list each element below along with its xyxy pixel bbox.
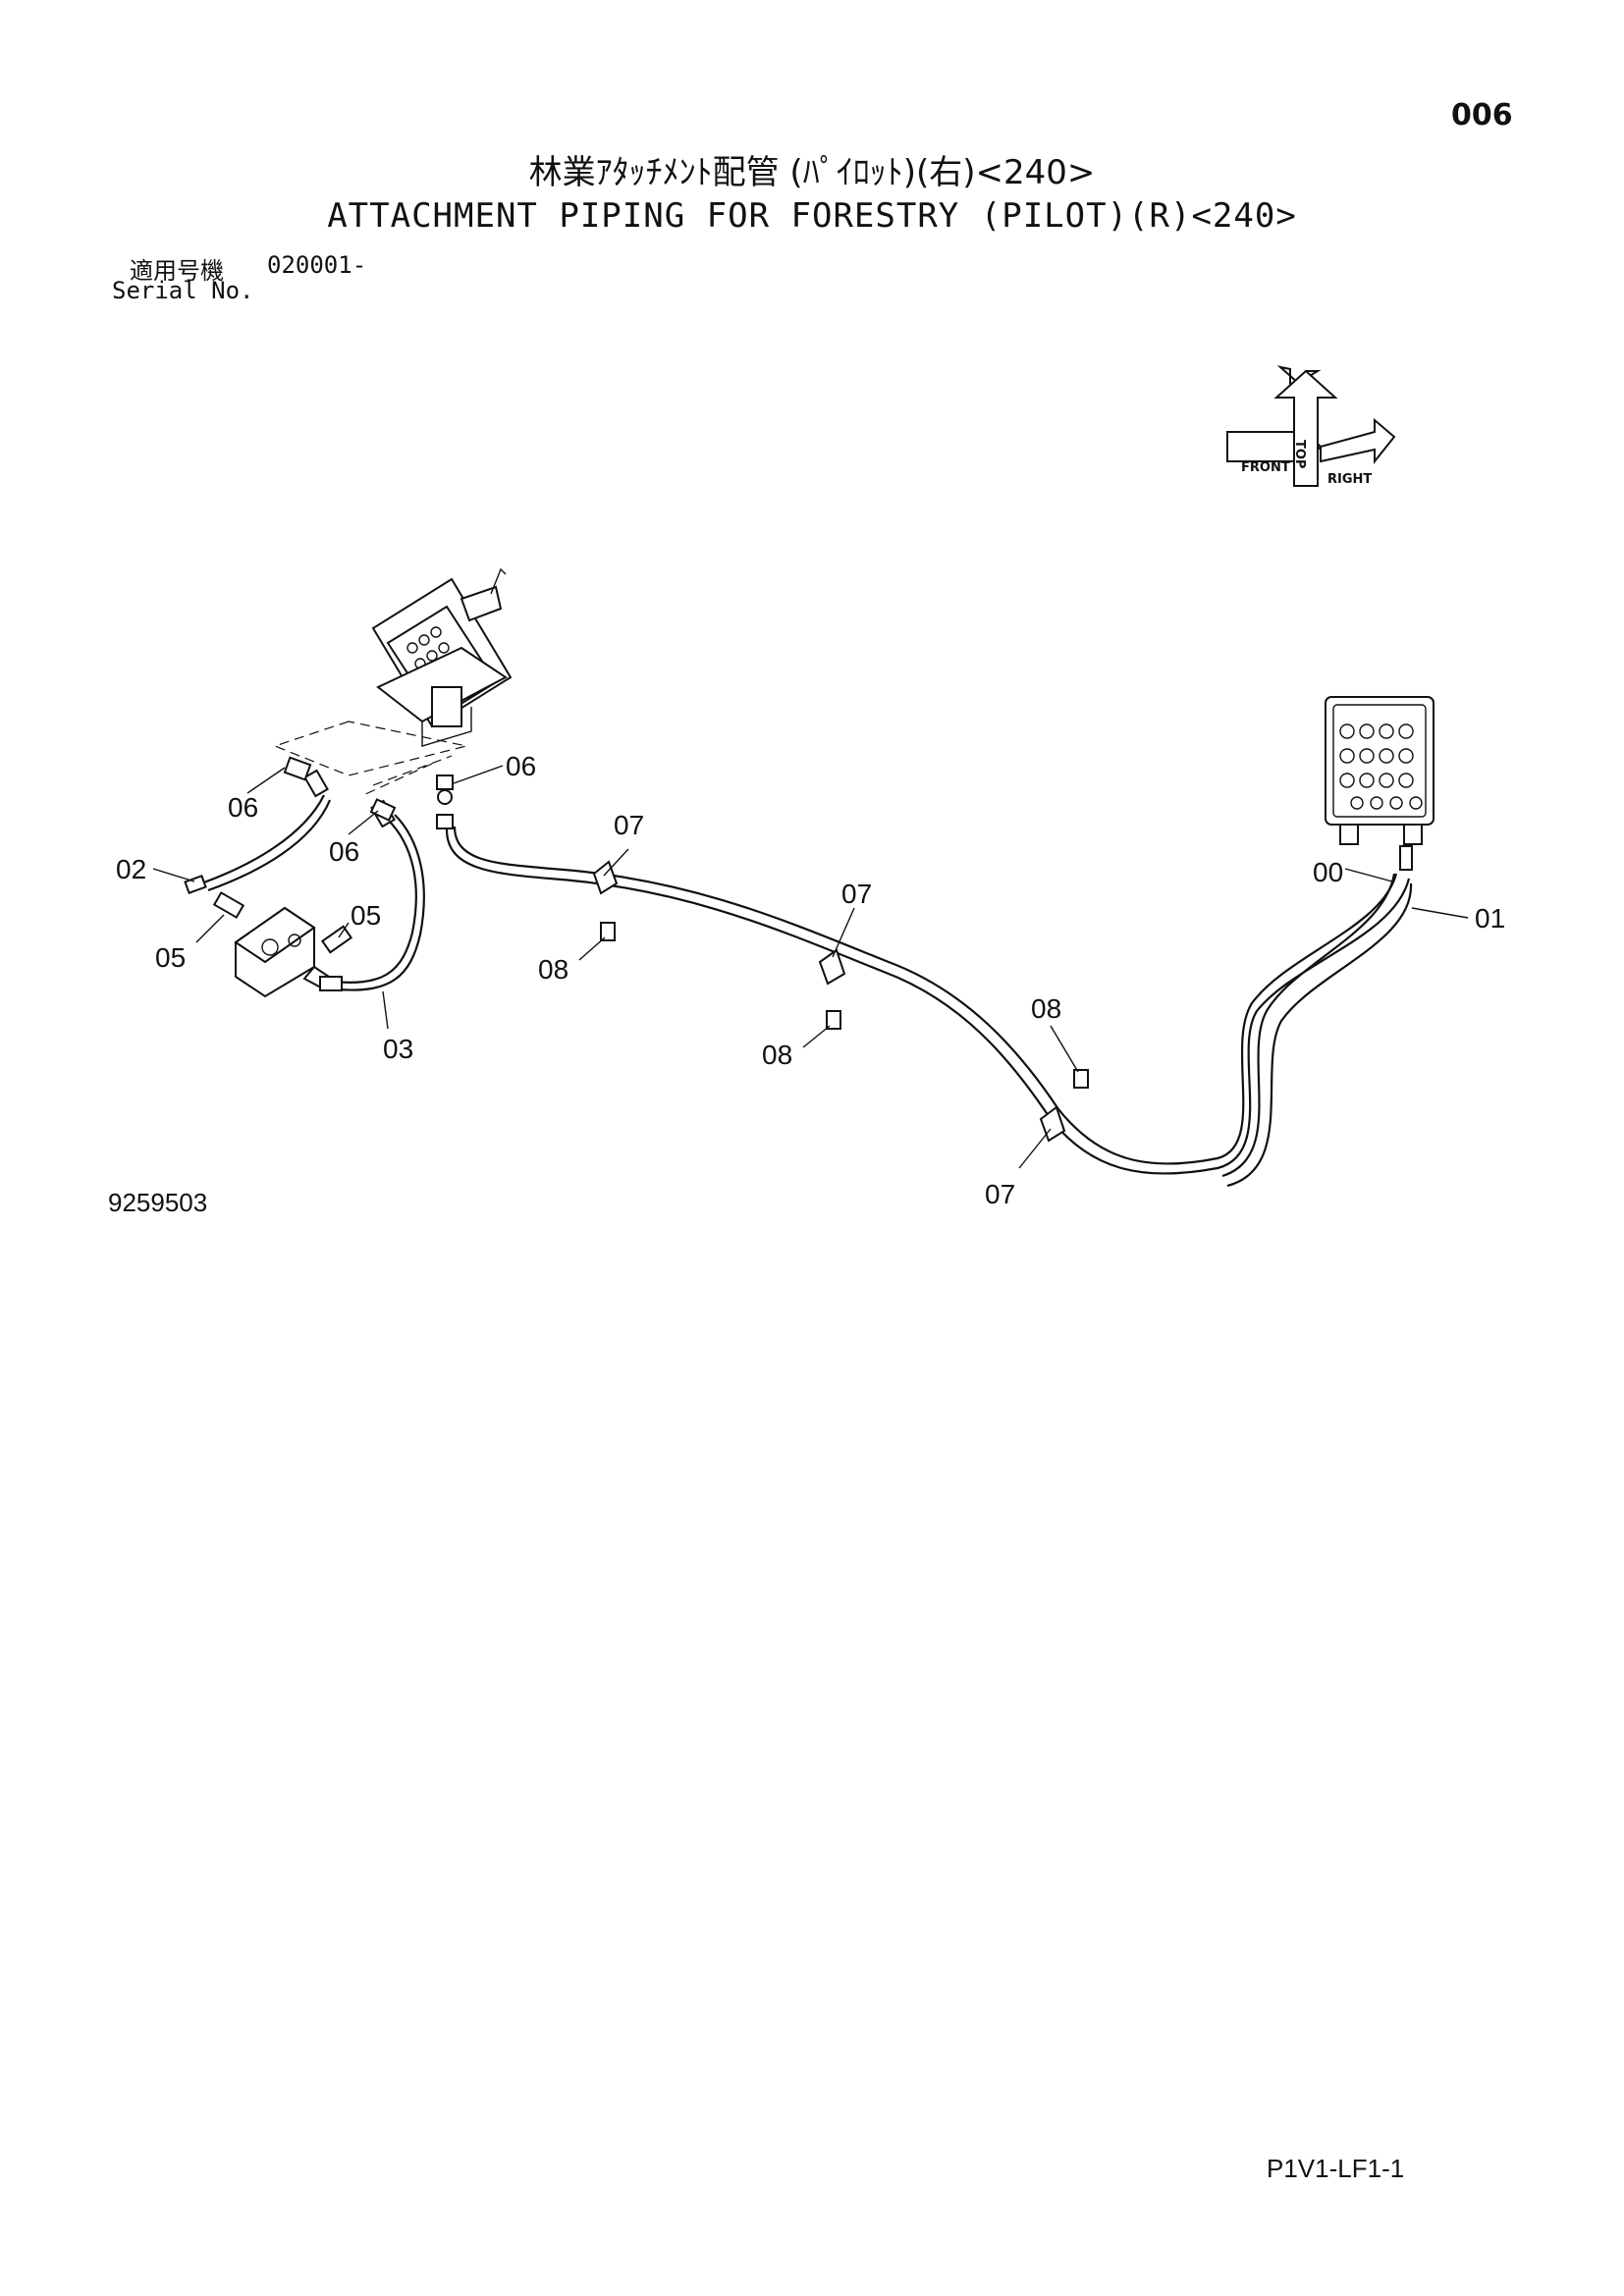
sheet-code: P1V1-LF1-1: [1267, 2154, 1405, 2183]
serial-label-english: Serial No.: [112, 277, 254, 304]
callout-08: 08: [762, 1040, 792, 1070]
callout-07: 07: [985, 1179, 1015, 1209]
callout-07: 07: [614, 810, 644, 840]
callout-03: 03: [383, 1034, 413, 1064]
top-arrow: [1273, 369, 1338, 487]
clamp-07-center: [818, 948, 846, 986]
serial-label-japanese: 適用号機: [130, 257, 224, 285]
fitting-06-center: [369, 798, 397, 822]
callout-06: 06: [228, 792, 258, 823]
page-number: 006: [1451, 98, 1513, 133]
fitting-05-left: [212, 891, 245, 919]
connection-guide-line: [362, 763, 433, 796]
direction-label-right: RIGHT: [1327, 472, 1372, 487]
callout-02: 02: [116, 854, 146, 884]
callout-00: 00: [1313, 857, 1343, 887]
pilot-valve-right: [1325, 696, 1435, 871]
callout-06: 06: [506, 751, 536, 781]
shuttle-valve-block: [234, 906, 331, 998]
callout-08: 08: [538, 954, 568, 985]
drawing-number: 9259503: [108, 1188, 208, 1217]
leader-lines: [152, 765, 1469, 1169]
callout-01: 01: [1475, 903, 1505, 934]
pilot-control-valve: [371, 567, 513, 747]
direction-label-front: FRONT: [1241, 460, 1290, 475]
page-title-japanese: 林業ｱﾀｯﾁﾒﾝﾄ配管 (ﾊﾟｲﾛｯﾄ)(右)<240>: [528, 153, 1096, 192]
fitting-06-upper: [436, 774, 454, 829]
direction-label-top: TOP: [1292, 440, 1307, 468]
hose-02: [184, 769, 332, 894]
callout-06: 06: [329, 836, 359, 867]
serial-value: 020001-: [267, 251, 367, 279]
right-arrow: [1320, 417, 1396, 464]
fitting-05-right: [320, 925, 353, 954]
callout-05: 05: [155, 942, 186, 973]
bolt-08-left: [600, 922, 616, 941]
page-title-english: ATTACHMENT PIPING FOR FORESTRY (PILOT)(R…: [327, 196, 1297, 236]
bolt-08-right: [1073, 1069, 1089, 1089]
clamp-07-lower: [1039, 1105, 1066, 1143]
long-pilot-hose-pair: [445, 826, 1413, 1188]
clamp-07-left: [592, 860, 619, 895]
hose-03: [319, 799, 425, 991]
connection-guide-line: [273, 721, 467, 776]
callout-08: 08: [1031, 993, 1061, 1024]
callout-05: 05: [351, 900, 381, 931]
orientation-arrows-icon: FRONT TOP RIGHT: [1226, 365, 1396, 487]
fitting-06-left: [283, 756, 312, 781]
callout-07: 07: [841, 879, 872, 909]
connection-guide-line: [372, 755, 453, 786]
bolt-08-center: [826, 1010, 841, 1030]
